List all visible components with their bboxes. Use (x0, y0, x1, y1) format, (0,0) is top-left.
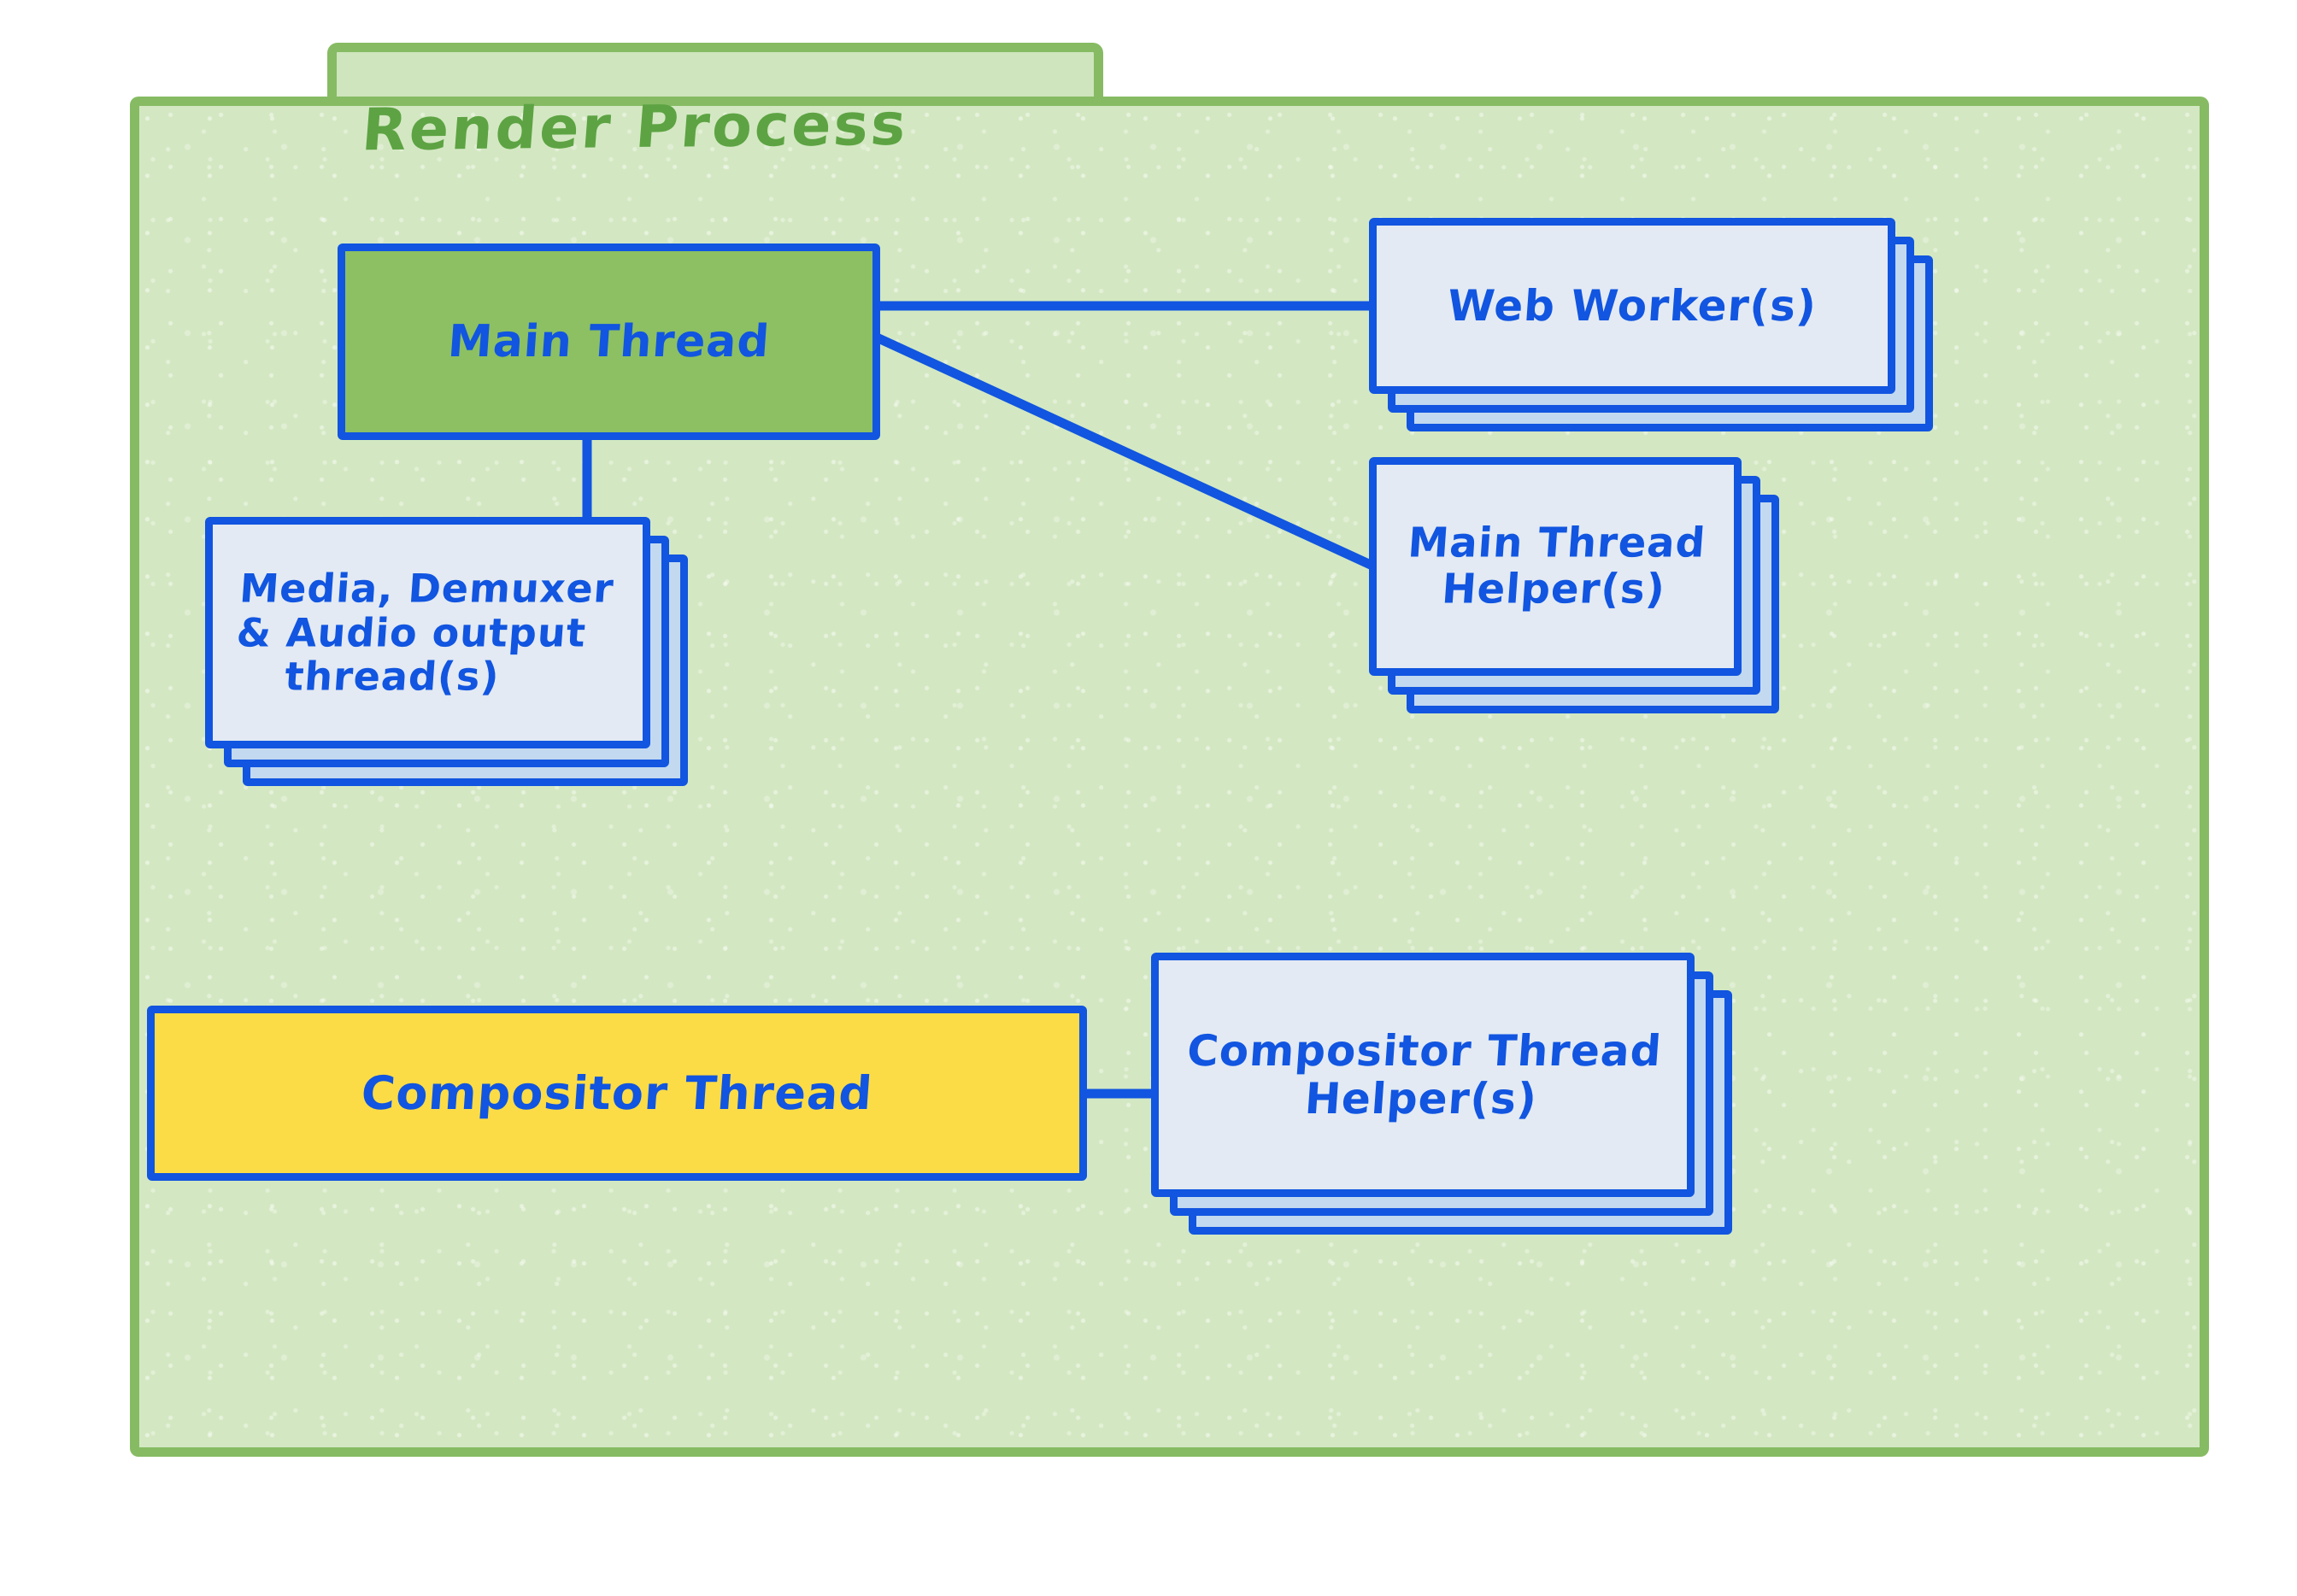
node-media-label-line1: Media, Demuxer (238, 565, 616, 612)
node-media-demuxer-audio-output-thread[interactable]: Media, Demuxer & Audio output thread(s) (205, 517, 688, 786)
node-main-thread[interactable]: Main Thread (338, 244, 880, 440)
folder-tab (327, 43, 1103, 103)
node-compositor-thread-helper-label-line1: Compositor Thread (1185, 1026, 1664, 1076)
node-media-label-line2: & Audio output (235, 608, 588, 655)
node-compositor-thread-helper-label-line2: Helper(s) (1303, 1074, 1539, 1124)
stack-layer-front[interactable]: Compositor Thread Helper(s) (1151, 953, 1695, 1197)
node-compositor-thread-helper[interactable]: Compositor Thread Helper(s) (1151, 953, 1732, 1235)
node-main-thread-helper[interactable]: Main Thread Helper(s) (1369, 457, 1779, 713)
node-media-label: Media, Demuxer & Audio output thread(s) (209, 565, 648, 700)
node-compositor-thread-helper-label: Compositor Thread Helper(s) (1155, 1026, 1690, 1124)
node-web-worker-label: Web Worker(s) (1446, 281, 1818, 331)
stack-layer-front[interactable]: Web Worker(s) (1369, 218, 1895, 394)
node-media-label-line3: thread(s) (283, 653, 502, 700)
stack-layer-front[interactable]: Main Thread Helper(s) (1369, 457, 1742, 676)
node-web-worker[interactable]: Web Worker(s) (1369, 218, 1933, 431)
render-process-container: Render Process Main Thread Web Worker(s)… (130, 43, 2209, 1457)
node-compositor-thread-label: Compositor Thread (359, 1065, 875, 1120)
node-main-thread-helper-label-line1: Main Thread (1406, 519, 1708, 567)
page-title: Render Process (359, 91, 911, 165)
stack-layer-front[interactable]: Media, Demuxer & Audio output thread(s) (205, 517, 650, 748)
node-main-thread-label: Main Thread (446, 315, 772, 367)
node-compositor-thread[interactable]: Compositor Thread (147, 1006, 1087, 1181)
node-main-thread-helper-label-line2: Helper(s) (1440, 565, 1667, 613)
node-main-thread-helper-label: Main Thread Helper(s) (1373, 519, 1737, 613)
